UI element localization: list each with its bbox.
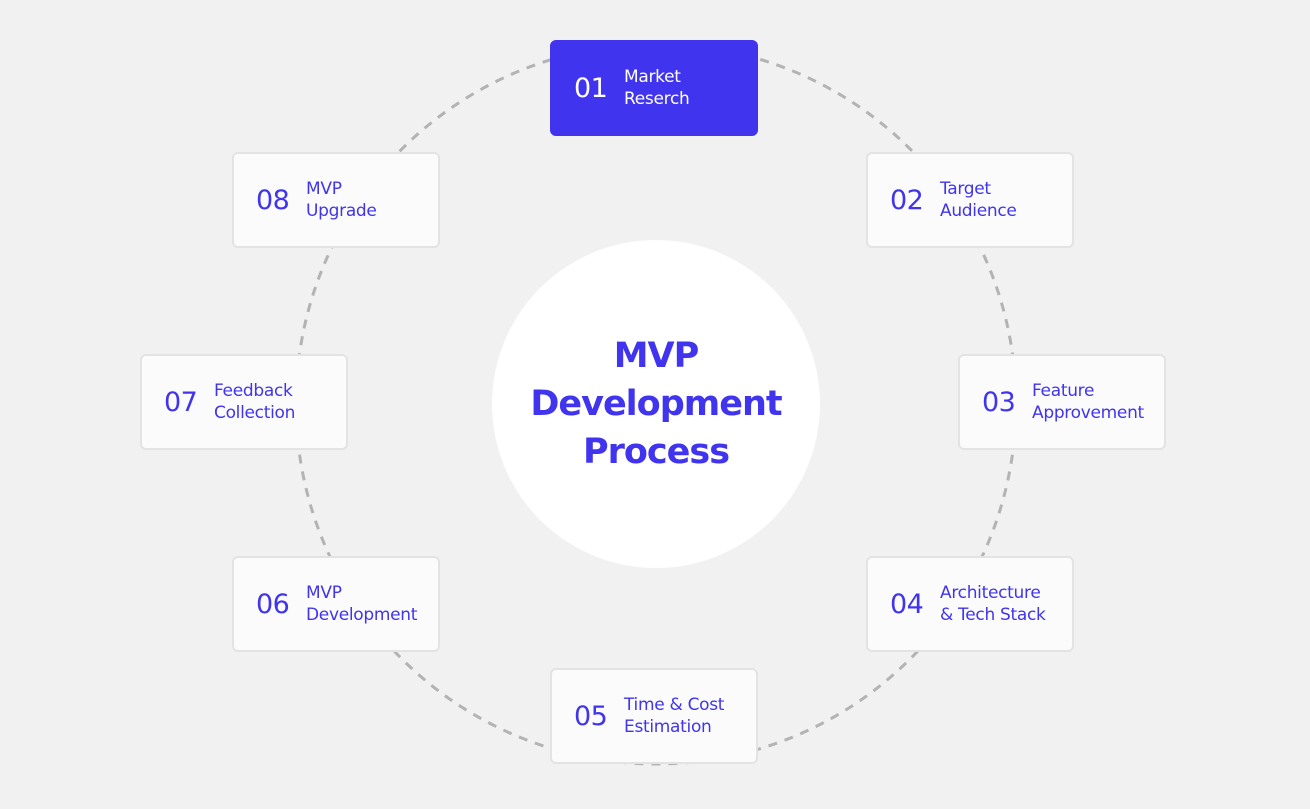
step-number: 02 [890, 184, 924, 216]
step-card-08[interactable]: 08 MVP Upgrade [232, 152, 440, 248]
step-card-04[interactable]: 04 Architecture & Tech Stack [866, 556, 1074, 652]
step-number: 06 [256, 588, 290, 620]
step-card-07[interactable]: 07 Feedback Collection [140, 354, 348, 450]
step-number: 07 [164, 386, 198, 418]
diagram-title: MVP Development Process [530, 336, 782, 472]
step-label: Time & Cost Estimation [624, 695, 725, 737]
step-card-01[interactable]: 01 Market Reserch [550, 40, 758, 136]
step-label: Market Reserch [624, 67, 690, 109]
step-number: 01 [574, 72, 608, 104]
center-circle: MVP Development Process [492, 240, 820, 568]
step-label: MVP Upgrade [306, 179, 377, 221]
step-label: MVP Development [306, 583, 418, 625]
step-label: Target Audience [940, 179, 1017, 221]
step-number: 08 [256, 184, 290, 216]
step-label: Feedback Collection [214, 381, 296, 423]
step-label: Architecture & Tech Stack [940, 583, 1046, 625]
step-card-05[interactable]: 05 Time & Cost Estimation [550, 668, 758, 764]
step-number: 03 [982, 386, 1016, 418]
step-number: 05 [574, 700, 608, 732]
step-label: Feature Approvement [1032, 381, 1144, 423]
step-card-03[interactable]: 03 Feature Approvement [958, 354, 1166, 450]
step-card-06[interactable]: 06 MVP Development [232, 556, 440, 652]
step-number: 04 [890, 588, 924, 620]
step-card-02[interactable]: 02 Target Audience [866, 152, 1074, 248]
